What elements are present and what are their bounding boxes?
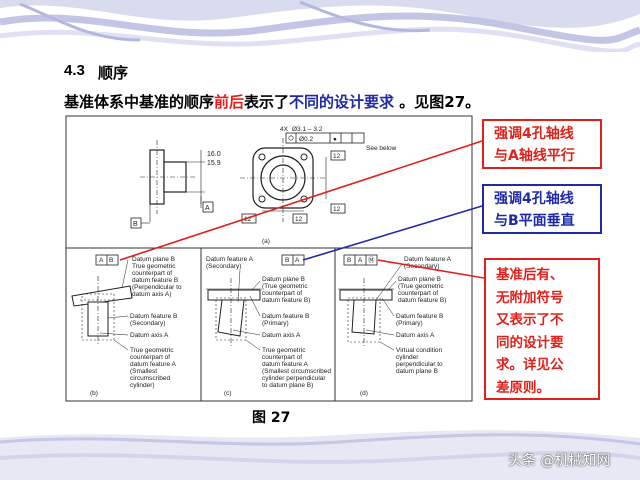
side-view-part: 16.0 15.9 A B (130, 140, 221, 229)
panel-c-label: (c) (224, 390, 232, 397)
svg-text:datum feature B): datum feature B) (398, 297, 446, 304)
blue-pointer-line (302, 205, 483, 261)
svg-text:counterpart of: counterpart of (132, 270, 172, 277)
intro-highlight-order: 前后 (214, 93, 245, 111)
panel-c: B A Datum feature A (Secondary) Datum pl… (206, 254, 331, 397)
svg-text:counterpart of: counterpart of (398, 290, 438, 297)
svg-text:datum feature B: datum feature B (132, 277, 178, 284)
svg-text:(Primary): (Primary) (262, 320, 289, 327)
dim-15-9: 15.9 (207, 160, 221, 167)
panel-a-label: (a) (262, 238, 270, 245)
basic-dim-2: 12 (333, 206, 341, 213)
panel-b-label: (b) (90, 390, 98, 397)
panel-d-label: (d) (360, 390, 368, 397)
svg-text:Datum feature B: Datum feature B (130, 313, 177, 320)
svg-text:A: A (99, 257, 104, 264)
mmc-modifier-icon: Ⓜ (368, 256, 375, 264)
svg-text:Virtual condition: Virtual condition (396, 347, 443, 354)
svg-text:A: A (358, 257, 363, 264)
intro-highlight-requirements: 不同的设计要求 (289, 93, 395, 111)
fcf-see-below: See below (366, 145, 397, 152)
section-number: 4.3 (64, 62, 85, 79)
svg-text:(Perpendicular to: (Perpendicular to (132, 284, 182, 291)
svg-text:(Secondary): (Secondary) (404, 263, 439, 270)
svg-text:perpendicular to: perpendicular to (396, 361, 443, 368)
intro-part-5: 。见图27。 (394, 93, 481, 111)
svg-text:datum feature B): datum feature B) (262, 297, 310, 304)
svg-text:Datum feature B: Datum feature B (396, 313, 443, 320)
svg-text:datum plane B: datum plane B (396, 368, 438, 375)
red-pointer-line-top (119, 140, 483, 261)
svg-text:(True geometric: (True geometric (398, 283, 444, 290)
svg-text:(Primary): (Primary) (396, 320, 423, 327)
basic-dim-4: 12 (295, 216, 303, 223)
panel-b-labels-2: Datum feature B (Secondary) Datum axis A… (130, 313, 177, 389)
intro-part-3: 表示了 (244, 93, 290, 111)
svg-text:True geometric: True geometric (132, 263, 176, 270)
svg-text:●: ● (333, 136, 337, 143)
svg-text:(Secondary): (Secondary) (206, 263, 241, 270)
svg-text:(Secondary): (Secondary) (130, 320, 165, 327)
svg-text:Datum axis A: Datum axis A (130, 332, 169, 339)
svg-text:B: B (347, 257, 351, 264)
callout-parallel: 强调4孔轴线 与A轴线平行 (482, 119, 602, 169)
panel-d: B A Ⓜ Datum feature A (Secondary) Datum … (338, 254, 452, 397)
svg-text:counterpart of: counterpart of (262, 354, 302, 361)
svg-text:(Smallest circumscribed: (Smallest circumscribed (262, 368, 331, 375)
svg-text:True geometric: True geometric (130, 347, 174, 354)
datum-b-label: B (133, 221, 138, 228)
intro-sentence: 基准体系中基准的顺序前后表示了不同的设计要求 。见图27。 (64, 91, 480, 112)
front-view-part: 4X Ø3.1 – 3.2 Ø0.2 ● See below 12 12 12 … (240, 126, 397, 245)
svg-text:cylinder: cylinder (396, 354, 419, 361)
svg-text:Datum feature A: Datum feature A (206, 256, 254, 263)
fcf-tolerance: Ø0.2 (299, 136, 313, 143)
basic-dim-3: 12 (244, 216, 252, 223)
svg-text:Datum axis A: Datum axis A (262, 332, 301, 339)
basic-dim-1: 12 (333, 153, 341, 160)
svg-text:Datum axis A: Datum axis A (396, 332, 435, 339)
svg-text:counterpart of: counterpart of (130, 354, 170, 361)
svg-text:B: B (285, 257, 289, 264)
svg-text:B: B (109, 257, 113, 264)
panel-b-labels-1: Datum plane B True geometric counterpart… (132, 256, 182, 298)
panel-d-labels: Datum feature A (Secondary) Datum plane … (396, 256, 452, 375)
section-title: 顺序 (98, 64, 129, 82)
svg-text:datum axis A): datum axis A) (132, 291, 171, 298)
svg-text:circumscribed: circumscribed (130, 375, 170, 382)
svg-text:datum feature A: datum feature A (262, 361, 309, 368)
top-wave-decoration (0, 0, 640, 52)
fcf-count: 4X (280, 126, 289, 133)
fcf-diameter: Ø3.1 – 3.2 (292, 126, 323, 133)
svg-text:(Smallest: (Smallest (130, 368, 157, 375)
svg-text:counterpart of: counterpart of (262, 290, 302, 297)
red-pointer-line-bottom (377, 259, 485, 279)
svg-text:cylinder perpendicular: cylinder perpendicular (262, 375, 326, 382)
panel-b: A B Datum plane B True geometric counter… (71, 254, 182, 397)
svg-text:Datum plane B: Datum plane B (262, 276, 305, 283)
callout-modifier-note: 基准后有、 无附加符号 又表示了不 同的设计要 求。详见公 差原则。 (484, 258, 600, 400)
bottom-wave-decoration (0, 430, 640, 480)
svg-text:Datum plane B: Datum plane B (132, 256, 175, 263)
svg-text:True geometric: True geometric (262, 347, 306, 354)
datum-a-label: A (205, 205, 210, 212)
svg-text:Datum plane B: Datum plane B (398, 276, 441, 283)
intro-part-1: 基准体系中基准的顺序 (64, 93, 215, 111)
svg-text:cylinder): cylinder) (130, 382, 155, 389)
panel-c-labels: Datum feature A (Secondary) Datum plane … (206, 256, 331, 389)
dim-16-0: 16.0 (207, 151, 221, 158)
svg-text:Datum feature A: Datum feature A (404, 256, 452, 263)
svg-text:to datum plane B): to datum plane B) (262, 382, 313, 389)
svg-text:(True geometric: (True geometric (262, 283, 308, 290)
svg-text:datum feature A: datum feature A (130, 361, 177, 368)
svg-text:Datum feature B: Datum feature B (262, 313, 309, 320)
figure-caption: 图 27 (252, 410, 291, 426)
svg-text:A: A (295, 257, 300, 264)
callout-perpendicular: 强调4孔轴线 与B平面垂直 (482, 184, 602, 234)
watermark: 头条 @机械知网 (508, 453, 611, 469)
